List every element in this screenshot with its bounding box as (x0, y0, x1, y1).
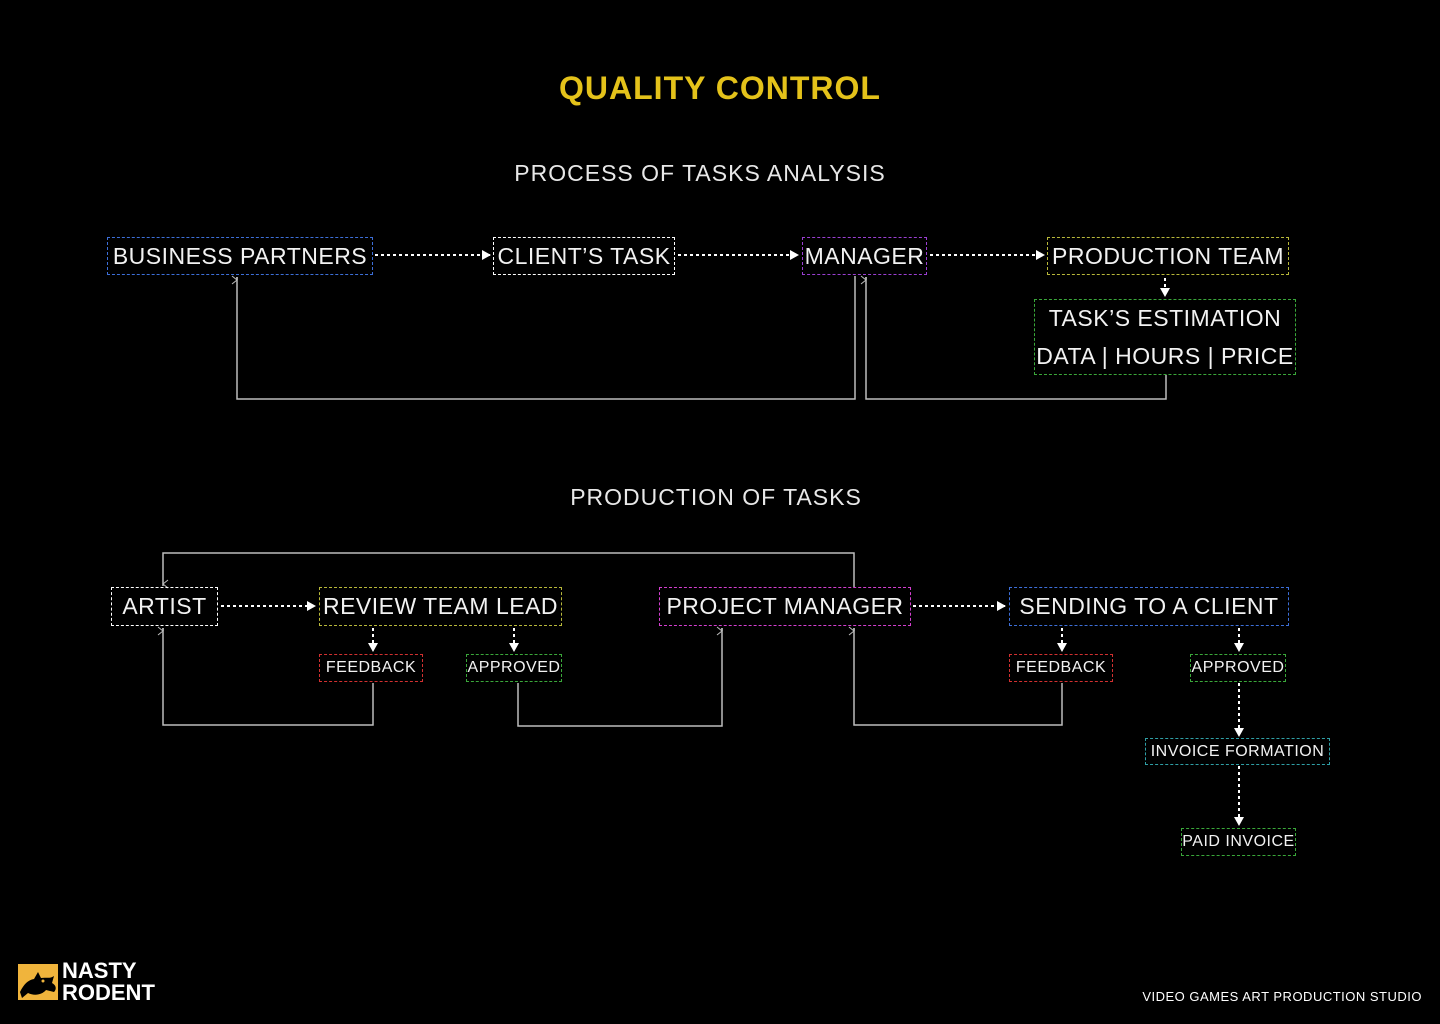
sending-to-client-node: SENDING TO A CLIENT (1009, 587, 1289, 626)
invoice-formation-node: INVOICE FORMATION (1145, 738, 1330, 765)
review-feedback-node: FEEDBACK (319, 654, 423, 682)
logo-line-1: NASTY (62, 958, 137, 983)
loop-approved-to-pm (517, 628, 723, 727)
page-title: QUALITY CONTROL (559, 70, 881, 106)
loop-pm-to-artist (162, 552, 855, 587)
artist-node: ARTIST (111, 587, 218, 626)
paid-invoice-node: PAID INVOICE (1181, 828, 1296, 856)
project-manager-node: PROJECT MANAGER (659, 587, 911, 626)
estimation-title: TASK’S ESTIMATION (1048, 305, 1282, 331)
business-partners-node: BUSINESS PARTNERS (107, 237, 373, 275)
studio-tagline: VIDEO GAMES ART PRODUCTION STUDIO (1142, 989, 1422, 1004)
logo: NASTY RODENT (16, 960, 155, 1004)
review-approved-node: APPROVED (466, 654, 562, 682)
client-feedback-node: FEEDBACK (1009, 654, 1113, 682)
loop-manager-to-partners (236, 276, 856, 400)
review-team-lead-node: REVIEW TEAM LEAD (319, 587, 562, 626)
loop-estimation-to-manager (865, 277, 1167, 400)
loop-client-feedback-to-pm (853, 628, 1063, 726)
rodent-logo-icon (16, 962, 60, 1002)
logo-line-2: RODENT (62, 980, 155, 1005)
task-estimation-node: TASK’S ESTIMATION DATA | HOURS | PRICE (1034, 299, 1296, 375)
production-heading: PRODUCTION OF TASKS (570, 484, 862, 510)
estimation-detail: DATA | HOURS | PRICE (1036, 343, 1294, 369)
client-approved-node: APPROVED (1190, 654, 1286, 682)
production-team-node: PRODUCTION TEAM (1047, 237, 1289, 275)
manager-node: MANAGER (802, 237, 927, 275)
clients-task-node: CLIENT’S TASK (493, 237, 675, 275)
loop-feedback-to-artist (162, 628, 374, 726)
analysis-heading: PROCESS OF TASKS ANALYSIS (514, 160, 886, 186)
